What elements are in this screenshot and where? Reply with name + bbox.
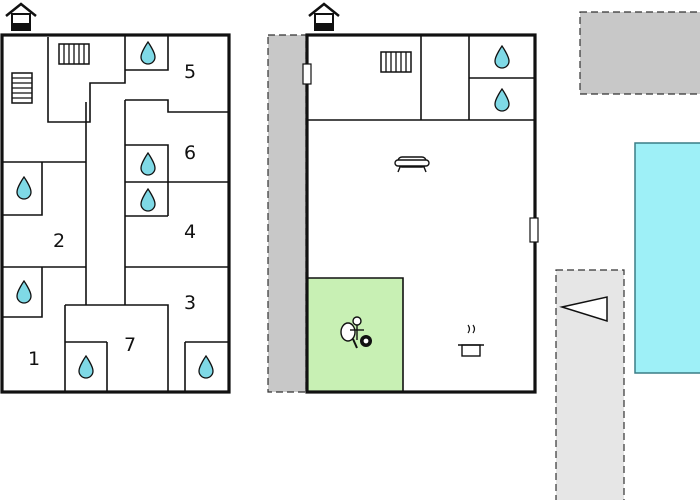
bathroom-drop-icon <box>78 355 94 379</box>
cooking-pot-icon <box>458 324 484 357</box>
sofa-icon <box>394 156 430 173</box>
stairs-icon <box>58 43 90 65</box>
door-right <box>529 217 539 243</box>
bathroom-drop-icon <box>16 176 32 200</box>
games-room <box>308 278 403 392</box>
terrace-top-right <box>579 11 700 95</box>
room-label-5: 5 <box>184 61 196 83</box>
floor-left: 5 6 4 2 3 7 1 <box>0 2 231 394</box>
parking-triangle-icon <box>559 296 608 323</box>
door-left <box>302 63 312 85</box>
room-label-1: 1 <box>28 348 40 370</box>
stairs-icon <box>11 72 33 104</box>
side-strip <box>267 34 307 393</box>
bathroom-drop-icon <box>494 88 510 112</box>
home-icon <box>4 2 38 32</box>
bathroom-drop-icon <box>140 152 156 176</box>
bathroom-drop-icon <box>16 280 32 304</box>
bathroom-drop-icon <box>198 355 214 379</box>
room-label-4: 4 <box>184 221 196 243</box>
home-icon <box>307 2 341 32</box>
bathroom-drop-icon <box>140 41 156 65</box>
room-label-2: 2 <box>53 230 65 252</box>
bathroom-drop-icon <box>494 45 510 69</box>
pool <box>634 142 700 374</box>
bathroom-drop-icon <box>140 188 156 212</box>
room-label-7: 7 <box>124 334 136 356</box>
billiard-ball-icon <box>360 335 372 347</box>
room-label-3: 3 <box>184 292 196 314</box>
stairs-icon <box>380 51 412 73</box>
table-tennis-icon <box>340 316 364 349</box>
floor-right <box>302 2 539 394</box>
room-label-6: 6 <box>184 142 196 164</box>
